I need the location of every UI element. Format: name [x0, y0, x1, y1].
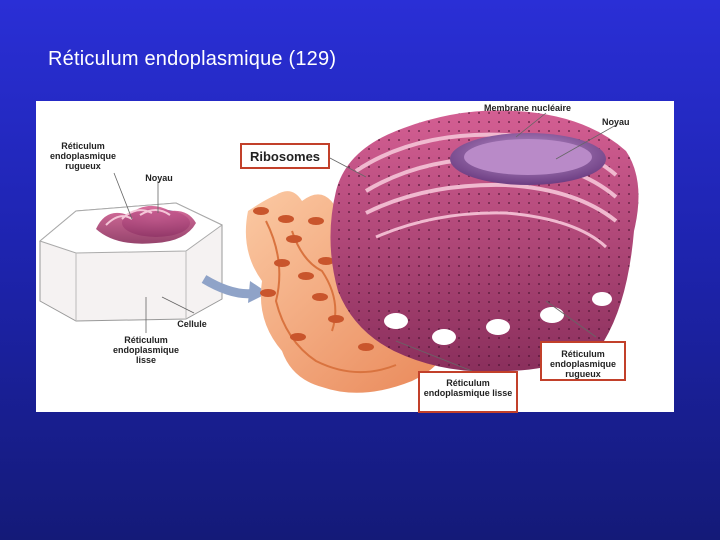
label-noyau-large: Noyau	[602, 117, 642, 127]
small-cell-drawing	[40, 203, 222, 321]
label-rer-right: Réticulum endoplasmique rugueux	[540, 341, 626, 381]
label-rel-left: Réticulum endoplasmique lisse	[106, 335, 186, 365]
er-illustration: Réticulum endoplasmique rugueux Noyau Ce…	[36, 101, 674, 412]
rough-er-drawing	[330, 110, 638, 371]
label-rer-top-left: Réticulum endoplasmique rugueux	[46, 141, 120, 171]
label-membrane-nucleaire: Membrane nucléaire	[484, 103, 594, 113]
label-ribosomes: Ribosomes	[240, 143, 330, 169]
label-rel-bottom: Réticulum endoplasmique lisse	[418, 371, 518, 413]
label-cellule: Cellule	[172, 319, 212, 329]
label-noyau-small: Noyau	[142, 173, 176, 183]
slide-title: Réticulum endoplasmique (129)	[48, 48, 336, 71]
